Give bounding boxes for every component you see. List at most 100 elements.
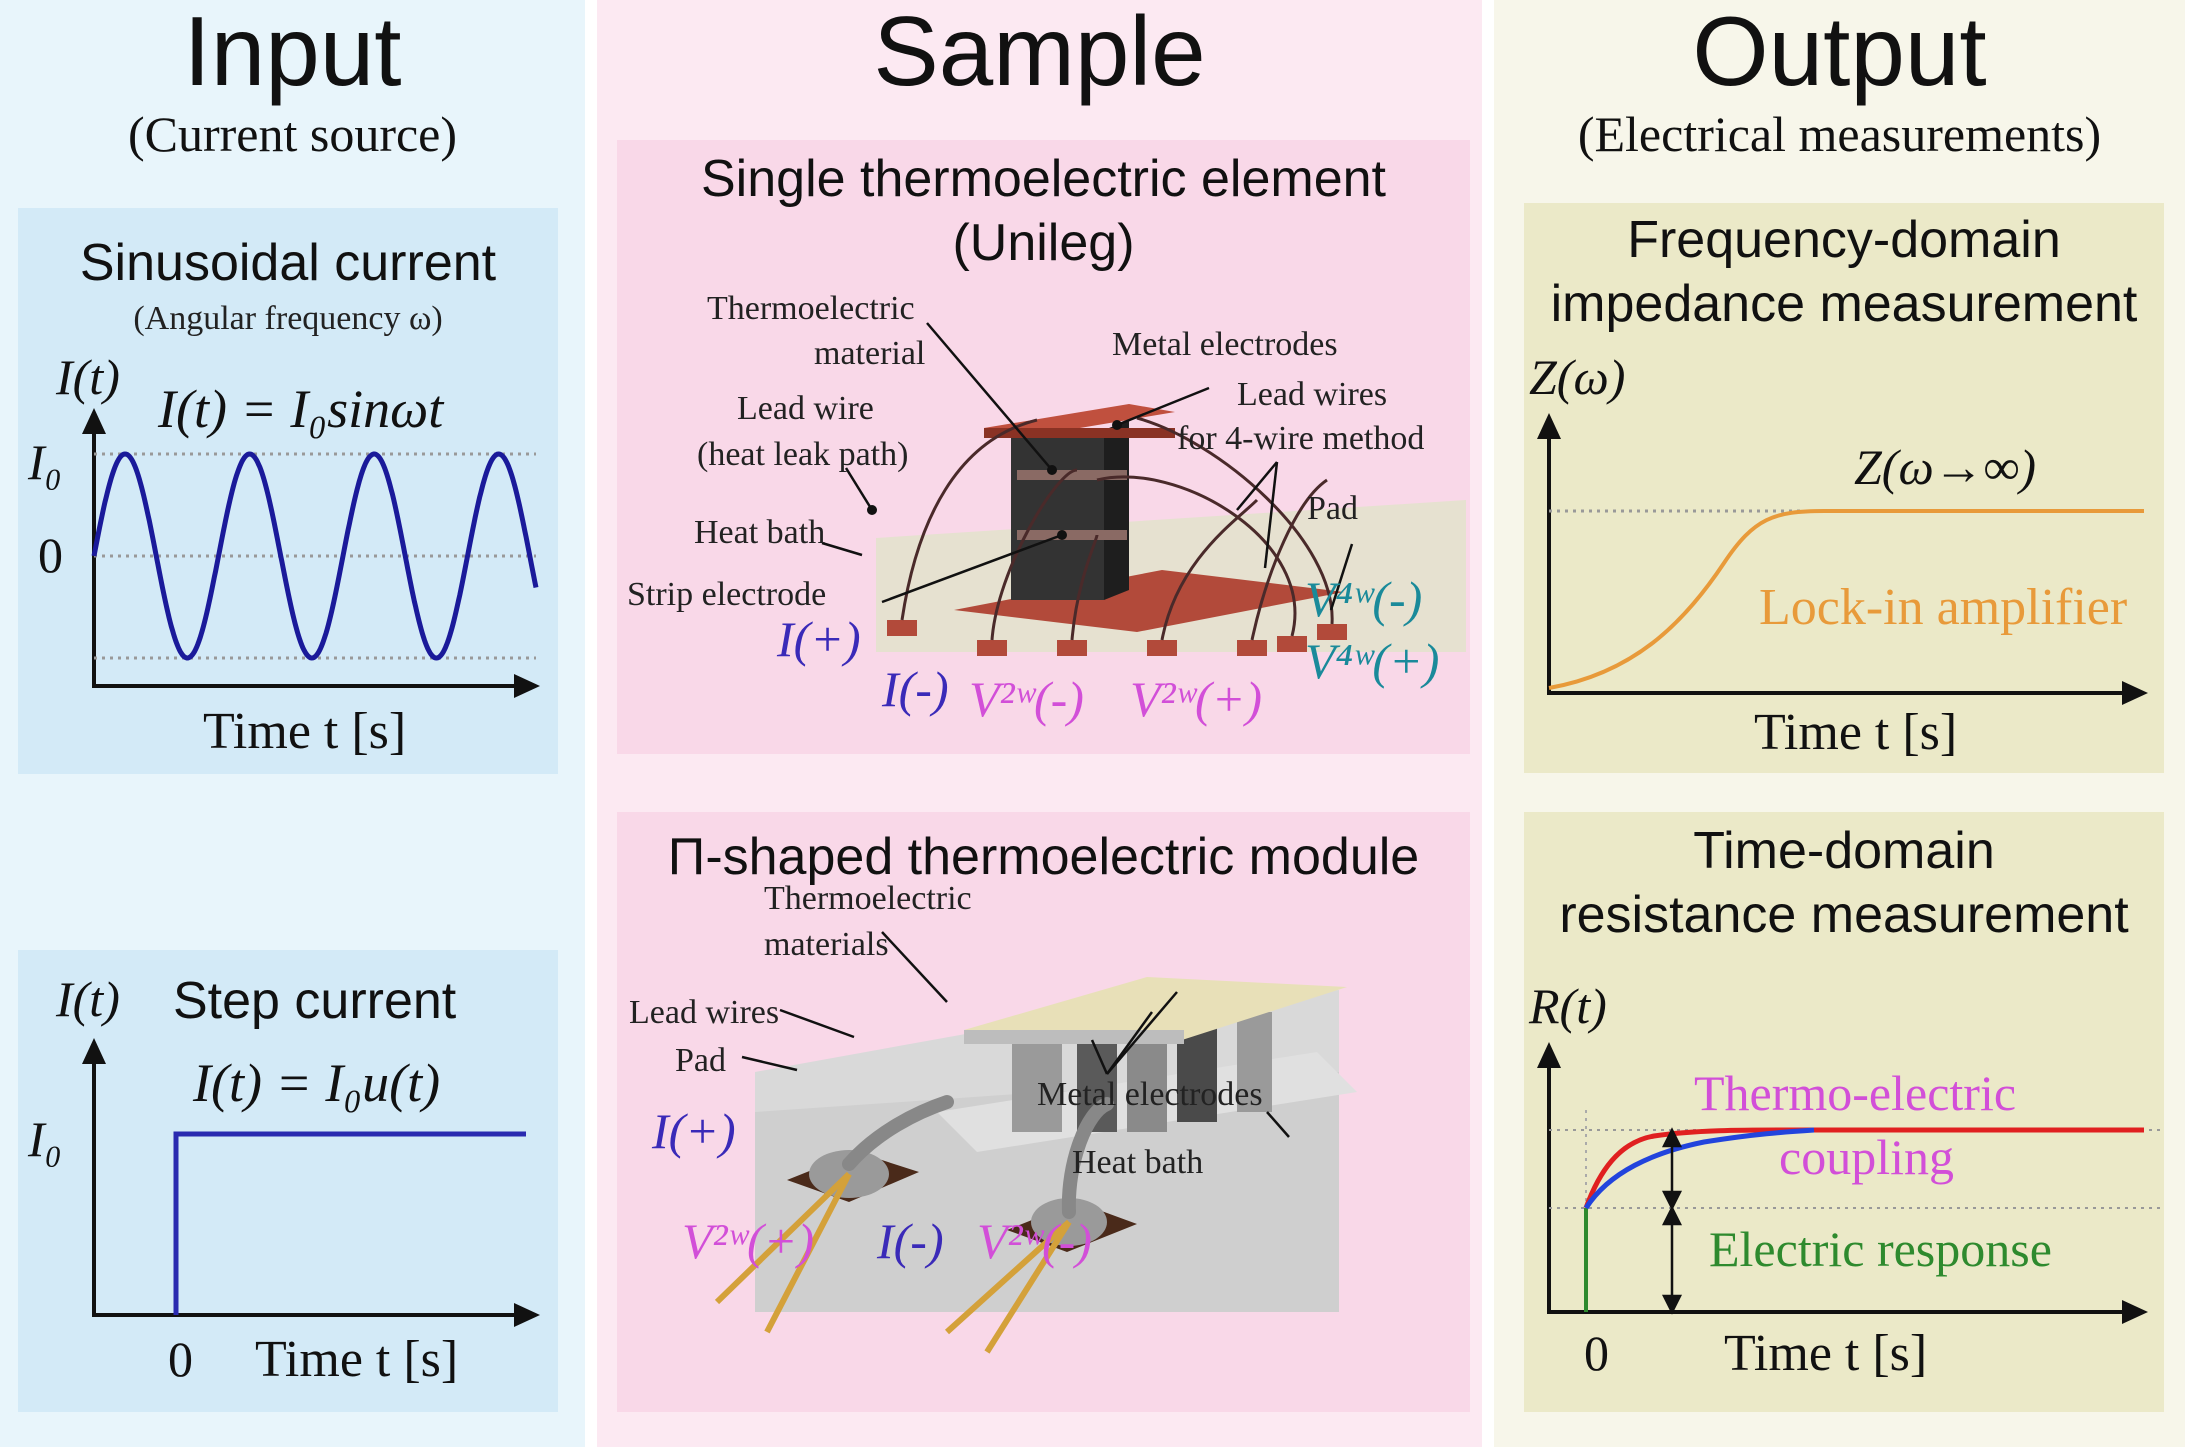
frequency-panel: Frequency-domain impedance measurement Z… [1524, 203, 2164, 773]
thermoelectric-leg [1011, 430, 1104, 600]
frequency-curve-label: Lock-in amplifier [1759, 579, 2128, 636]
y-axis-arrow [82, 1038, 106, 1064]
x-axis-arrow [2122, 681, 2148, 705]
time-title-line2: resistance measurement [1559, 886, 2129, 944]
unileg-title-line1: Single thermoelectric element [701, 150, 1386, 208]
blue-curve [1583, 1127, 1815, 1210]
step-equation: I(t) = I₀u(t) [193, 1053, 441, 1113]
frequency-y-axis-label: Z(ω) [1529, 349, 1626, 405]
electric-response-label: Electric response [1709, 1221, 2052, 1277]
label-metal-electrodes: Metal electrodes [1112, 326, 1338, 363]
frequency-plot [1537, 413, 2148, 705]
unileg-panel: Single thermoelectric element (Unileg) [617, 140, 1470, 754]
step-plot [82, 1038, 540, 1327]
time-title-line1: Time-domain [1693, 822, 1995, 880]
label-lead-wires-4w-2: for 4-wire method [1177, 420, 1425, 457]
step-y-axis-label: I(t) [56, 971, 120, 1027]
unileg-title-line2: (Unileg) [952, 214, 1135, 272]
module-leader-lines [741, 931, 1290, 1138]
time-plot [1537, 1042, 2164, 1324]
sample-column: Sample Single thermoelectric element (Un… [597, 0, 1482, 1447]
sinusoidal-plot [82, 408, 540, 698]
label-heat-bath: Heat bath [694, 514, 826, 551]
frequency-title-line1: Frequency-domain [1627, 211, 2061, 269]
time-panel: Time-domain resistance measurement R(t) … [1524, 812, 2164, 1412]
input-subtitle: (Current source) [127, 106, 458, 162]
terminal-v4w-minus: V⁴ʷ(-) [1305, 571, 1423, 627]
output-title: Output [1692, 0, 1987, 106]
bottom-electrode [954, 570, 1344, 632]
y-axis-arrow [82, 408, 106, 434]
module-illustration [714, 931, 1357, 1354]
frequency-asymptote-label: Z(ω→∞) [1854, 439, 2037, 495]
module-title: Π-shaped thermoelectric module [667, 828, 1420, 886]
y-axis-arrow [1537, 1042, 1561, 1068]
step-curve [173, 1131, 526, 1315]
label-metal-electrodes: Metal electrodes [1037, 1076, 1263, 1113]
top-plate-edge [964, 1030, 1184, 1044]
impedance-curve [1548, 509, 2144, 690]
terminal-i-plus: I(+) [777, 611, 861, 667]
step-panel: I(t) Step current I(t) = I₀u(t) I₀ 0 Tim… [18, 950, 558, 1412]
time-x-zero: 0 [1584, 1325, 1609, 1381]
leader-dots [867, 420, 1122, 540]
sinusoidal-equation: I(t) = I₀sinωt [158, 379, 444, 439]
frequency-x-axis-label: Time t [s] [1754, 704, 1958, 761]
sinusoidal-x-axis-label: Time t [s] [203, 703, 407, 760]
terminal-v2w-plus: V²ʷ(+) [1130, 671, 1263, 727]
sinusoidal-y-axis-label: I(t) [56, 349, 120, 405]
x-axis-arrow [514, 1303, 540, 1327]
terminal-i-minus: I(-) [877, 1213, 944, 1269]
label-strip-electrode: Strip electrode [627, 576, 827, 613]
label-pad: Pad [1307, 490, 1358, 527]
top-electrode-edge [984, 428, 1175, 438]
label-lead-wire-1: Lead wire [737, 390, 874, 427]
label-heat-bath: Heat bath [1072, 1144, 1204, 1181]
y-axis-arrow [1537, 413, 1561, 439]
leader-lines [821, 322, 1354, 611]
lead-wires-grey [842, 1095, 1114, 1219]
module-wires [714, 1171, 1072, 1354]
label-thermoelectric-materials-2: materials [764, 926, 889, 963]
coupling-label-1: Thermo-electric [1694, 1065, 2017, 1121]
leg-side [1104, 420, 1129, 600]
time-y-axis-label: R(t) [1529, 978, 1607, 1034]
sinusoidal-tick-zero: 0 [38, 527, 63, 583]
label-lead-wires: Lead wires [629, 994, 780, 1031]
terminal-i-minus: I(-) [882, 661, 949, 717]
module-panel: Π-shaped thermoelectric module [617, 812, 1470, 1412]
top-plate [964, 977, 1347, 1040]
terminal-v2w-plus: V²ʷ(+) [682, 1213, 815, 1269]
unileg-illustration [821, 322, 1466, 656]
input-column: Input (Current source) Sinusoidal curren… [0, 0, 585, 1447]
sine-curve [91, 451, 539, 661]
step-title: Step current [173, 972, 457, 1030]
terminal-v2w-minus: V²ʷ(-) [969, 671, 1084, 727]
strip-electrode-1 [1017, 470, 1127, 480]
label-lead-wires-4w-1: Lead wires [1237, 376, 1388, 413]
label-thermoelectric-materials-1: Thermoelectric [764, 880, 972, 917]
sinusoidal-tick-top: I₀ [28, 434, 63, 490]
pads [887, 620, 1347, 656]
step-x-zero: 0 [168, 1331, 193, 1387]
label-pad: Pad [675, 1042, 726, 1079]
x-axis-arrow [514, 674, 540, 698]
sinusoidal-subtitle: (Angular frequency ω) [133, 300, 443, 337]
x-axis-arrow [2122, 1300, 2148, 1324]
heat-bath-floor [755, 1072, 1339, 1312]
sample-title: Sample [873, 0, 1206, 106]
time-x-axis-label: Time t [s] [1724, 1325, 1928, 1382]
input-title: Input [183, 0, 402, 106]
sinusoidal-panel: Sinusoidal current (Angular frequency ω)… [18, 208, 558, 774]
coupling-label-2: coupling [1779, 1129, 1954, 1185]
terminal-i-plus: I(+) [652, 1103, 736, 1159]
dimension-arrows [1661, 1127, 1683, 1315]
terminal-v4w-plus: V⁴ʷ(+) [1305, 633, 1440, 689]
sinusoidal-title: Sinusoidal current [79, 234, 497, 292]
label-thermoelectric-material-2: material [814, 335, 926, 372]
frequency-title-line2: impedance measurement [1550, 275, 2138, 333]
strip-electrode-2 [1017, 530, 1127, 540]
lead-wires [900, 416, 1334, 641]
label-lead-wire-2: (heat leak path) [697, 436, 909, 473]
terminal-v2w-minus: V²ʷ(-) [977, 1213, 1092, 1269]
